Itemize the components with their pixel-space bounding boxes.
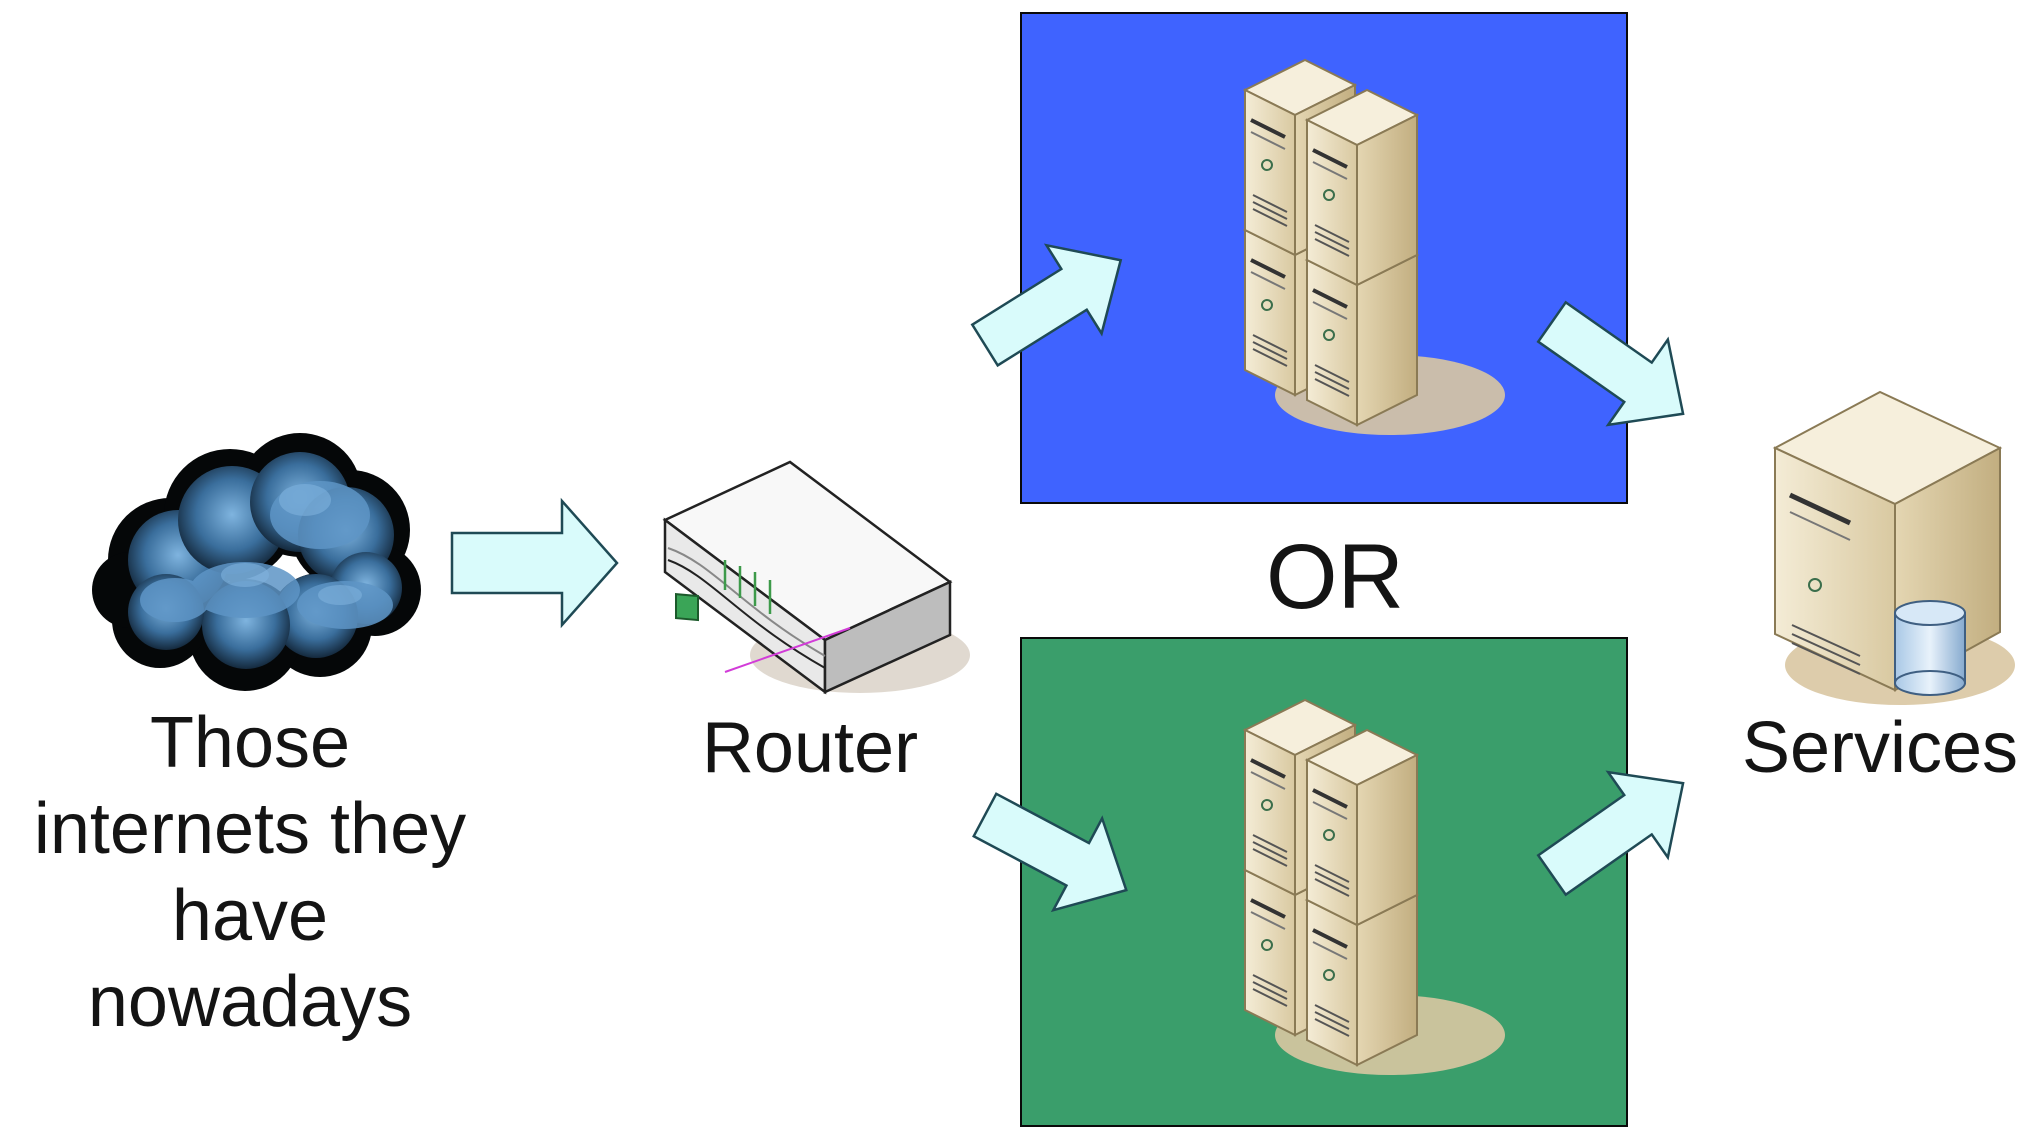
- internet-label-line: nowadays: [87, 962, 413, 1043]
- internet-label-line: internets they: [33, 789, 467, 870]
- services-label: Services: [1741, 708, 2019, 788]
- arrow-icon: [972, 792, 1128, 913]
- arrow-icon: [970, 243, 1123, 368]
- arrow-icon: [1536, 300, 1685, 427]
- cloud-icon: [92, 433, 421, 691]
- server-cluster-icon: [1245, 60, 1505, 435]
- internet-label-line: Those: [149, 703, 351, 783]
- internet-label: Those internets they have nowadays: [0, 700, 500, 1046]
- database-server-icon: [1772, 390, 2015, 705]
- internet-label-line: have: [171, 875, 329, 956]
- server-cluster-icon: [1245, 700, 1505, 1075]
- arrow-icon: [450, 497, 619, 629]
- arrow-icon: [1536, 770, 1685, 897]
- or-label: OR: [1266, 526, 1404, 628]
- router-icon: [662, 460, 970, 695]
- router-label: Router: [701, 708, 919, 788]
